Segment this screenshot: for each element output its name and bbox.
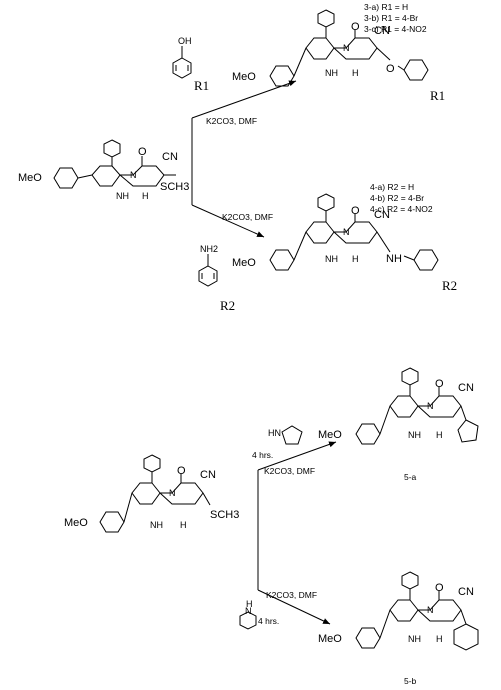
product-5b-nitrile: CN [458, 586, 474, 598]
piperidine-n: N [245, 606, 252, 616]
product-5a-carbonyl: O [435, 378, 444, 390]
arrow-to-product-5b [257, 589, 331, 625]
arrow-to-product-3 [191, 80, 297, 119]
product-4-nh-right: H [352, 254, 359, 264]
nitrile-label: CN [162, 151, 178, 163]
variant-4b: 4-b) R2 = 4-Br [370, 193, 424, 203]
product-5b-label: 5-b [404, 676, 417, 686]
phenol-reagent: OH R1 [172, 36, 209, 93]
product-4-amine-link: NH [386, 253, 402, 265]
piperidine-reagent: H N [239, 599, 257, 630]
variant-3a: 3-a) R1 = H [364, 2, 408, 12]
aniline-reagent: NH2 R2 [198, 244, 235, 313]
start-2-methoxy: MeO [64, 517, 88, 529]
time-upper: 4 hrs. [252, 450, 273, 460]
starting-material-1: O CN MeO N NH H SCH3 [18, 139, 189, 201]
nh-left-label: NH [116, 191, 129, 201]
conditions-upper-1: K2CO3, DMF [206, 116, 257, 126]
r1-substituent-label: R1 [194, 78, 209, 93]
product-5a: O CN MeO N NH H 5-a [318, 367, 479, 482]
product-4-r2: R2 [442, 278, 457, 293]
product-5a-methoxy: MeO [318, 429, 342, 441]
start-2-nh-right: H [180, 520, 187, 530]
time-lower: 4 hrs. [258, 616, 279, 626]
product-4: O CN NH MeO N NH H R2 4-a) R2 = H 4-b) R… [232, 182, 457, 293]
variant-3b: 3-b) R1 = 4-Br [364, 13, 418, 23]
product-4-nitrile: CN [374, 209, 390, 221]
methoxy-label: MeO [18, 172, 42, 184]
pyrrolidine-reagent: HN [268, 425, 303, 445]
product-5b-nh-right: H [436, 634, 443, 644]
product-4-ring-n: N [343, 227, 350, 237]
ring-nitrogen: N [130, 170, 137, 180]
start-2-thiomethyl: SCH3 [210, 509, 239, 521]
start-2-carbonyl: O [177, 465, 186, 477]
product-5a-nh-right: H [436, 430, 443, 440]
product-4-nh-left: NH [325, 254, 338, 264]
product-5b-ring-n: N [427, 605, 434, 615]
product-3-ring-n: N [343, 43, 350, 53]
conditions-lower-2: K2CO3, DMF [266, 590, 317, 600]
hydroxyl-label: OH [178, 36, 192, 46]
product-5a-nitrile: CN [458, 382, 474, 394]
product-3-methoxy: MeO [232, 71, 256, 83]
thiomethyl-label: SCH3 [160, 181, 189, 193]
product-5a-ring-n: N [427, 401, 434, 411]
amine-label: NH2 [200, 244, 218, 254]
piperidine-h: H [246, 599, 253, 609]
product-5b-methoxy: MeO [318, 633, 342, 645]
start-2-ring-n: N [169, 488, 176, 498]
carbonyl-oxygen: O [138, 146, 147, 158]
product-3-nh-left: NH [325, 68, 338, 78]
product-3-r1: R1 [430, 88, 445, 103]
variant-4c: 4-c) R2 = 4-NO2 [370, 204, 433, 214]
product-5b-nh-left: NH [408, 634, 421, 644]
product-3: O CN O MeO N NH H R1 3-a) R1 = H 3-b) R1… [232, 2, 445, 103]
product-5b: O CN MeO N NH H 5-b [318, 571, 479, 686]
variant-4a: 4-a) R2 = H [370, 182, 414, 192]
product-3-carbonyl: O [351, 21, 360, 33]
conditions-upper-2: K2CO3, DMF [264, 466, 315, 476]
conditions-lower-1: K2CO3, DMF [222, 212, 273, 222]
nh-right-label: H [142, 191, 149, 201]
product-3-nh-right: H [352, 68, 359, 78]
product-5a-nh-left: NH [408, 430, 421, 440]
pyrrolidine-nh: HN [268, 428, 281, 438]
variant-3c: 3-c) R1 = 4-NO2 [364, 24, 427, 34]
start-2-nitrile: CN [200, 469, 216, 481]
r2-substituent-label: R2 [220, 298, 235, 313]
arrow-to-product-4 [191, 204, 265, 238]
arrow-to-product-5a [257, 441, 337, 471]
product-5a-label: 5-a [404, 472, 417, 482]
product-4-carbonyl: O [351, 205, 360, 217]
product-3-nitrile: CN [374, 25, 390, 37]
product-3-ether-oxygen: O [386, 63, 395, 75]
product-4-methoxy: MeO [232, 257, 256, 269]
starting-material-2: O CN MeO N NH H SCH3 [64, 454, 239, 533]
start-2-nh-left: NH [150, 520, 163, 530]
product-5b-carbonyl: O [435, 582, 444, 594]
